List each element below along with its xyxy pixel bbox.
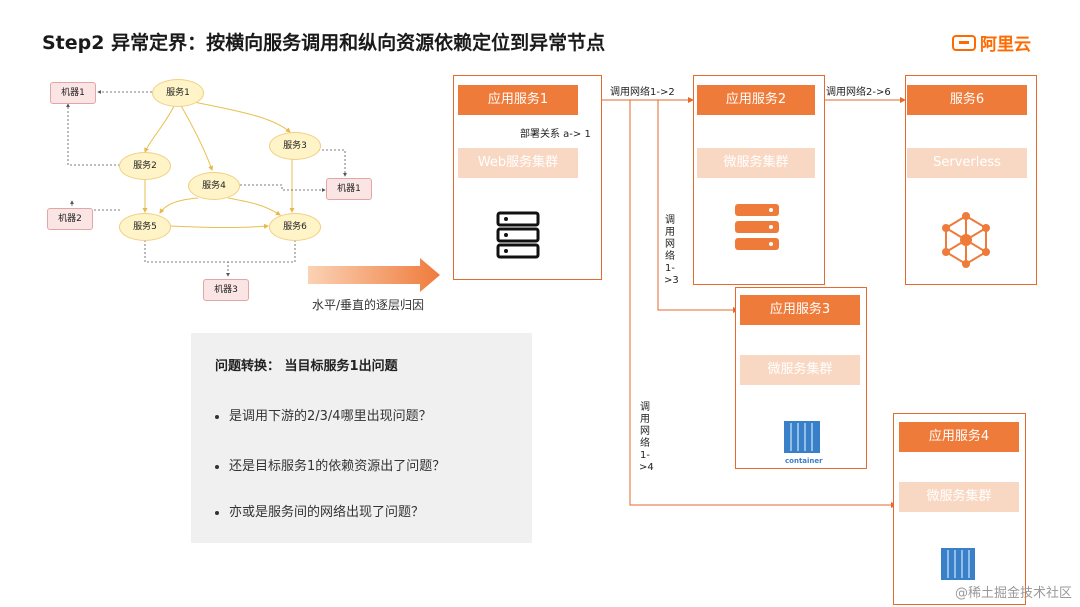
net-label-1-2: 调用网络1->2 xyxy=(610,87,675,98)
aliyun-logo: 阿里云 xyxy=(952,30,1031,55)
service-node-2: 服务2 xyxy=(119,152,171,180)
service-node-5: 服务5 xyxy=(119,213,171,241)
bullet-dot xyxy=(215,414,219,419)
service-node-4: 服务4 xyxy=(188,172,240,200)
bullet-item: 是调用下游的2/3/4哪里出现问题？ xyxy=(215,405,432,424)
machine-node-2: 机器2 xyxy=(47,208,93,230)
app1-cluster: Web服务集群 xyxy=(458,148,578,178)
bullet-item: 还是目标服务1的依赖资源出了问题？ xyxy=(215,455,445,474)
panel-title: 问题转换： 当目标服务1出问题 xyxy=(215,359,398,374)
app3-label: 应用服务3 xyxy=(740,295,860,325)
bullet-text: 是调用下游的2/3/4哪里出现问题？ xyxy=(229,409,432,424)
app3-cluster: 微服务集群 xyxy=(740,355,860,385)
svc6-label: 服务6 xyxy=(907,85,1027,115)
net-label-1-4: 调用网络1->4 xyxy=(639,402,654,473)
question-panel: 问题转换： 当目标服务1出问题 是调用下游的2/3/4哪里出现问题？ 还是目标服… xyxy=(191,333,532,543)
service-node-1: 服务1 xyxy=(152,79,204,107)
service-node-6: 服务6 xyxy=(269,213,321,241)
arrow-caption: 水平/垂直的逐层归因 xyxy=(312,298,425,312)
app4-cluster: 微服务集群 xyxy=(899,482,1019,512)
app2-label: 应用服务2 xyxy=(697,85,815,115)
bullet-dot xyxy=(215,464,219,469)
page-title: Step2 异常定界：按横向服务调用和纵向资源依赖定位到异常节点 xyxy=(42,32,606,54)
bullet-text: 还是目标服务1的依赖资源出了问题？ xyxy=(229,459,446,474)
app2-cluster: 微服务集群 xyxy=(697,148,815,178)
app1-label: 应用服务1 xyxy=(458,85,578,115)
svc6-cluster: Serverless xyxy=(907,148,1027,178)
net-label-1-3: 调用网络1->3 xyxy=(664,215,679,286)
server-stack-icon xyxy=(496,211,540,259)
bullet-dot xyxy=(215,510,219,515)
server-stack-orange-icon xyxy=(735,204,779,250)
bullet-text: 亦或是服务间的网络出现了问题？ xyxy=(229,505,425,520)
container-label: container xyxy=(785,457,823,465)
container-icon xyxy=(784,421,820,453)
machine-node-1b: 机器1 xyxy=(326,178,372,200)
container-icon-2 xyxy=(941,548,975,580)
deploy-label: 部署关系 a-> 1 xyxy=(520,129,591,140)
logo-text: 阿里云 xyxy=(980,35,1031,55)
app4-label: 应用服务4 xyxy=(899,422,1019,452)
machine-node-3: 机器3 xyxy=(203,279,249,301)
bullet-item: 亦或是服务间的网络出现了问题？ xyxy=(215,501,424,520)
serverless-network-icon xyxy=(942,212,990,268)
watermark: @稀土掘金技术社区 xyxy=(954,586,1072,601)
machine-node-1: 机器1 xyxy=(50,82,96,104)
net-label-2-6: 调用网络2->6 xyxy=(826,87,891,98)
service-node-3: 服务3 xyxy=(269,132,321,160)
aliyun-logo-icon xyxy=(952,35,976,51)
